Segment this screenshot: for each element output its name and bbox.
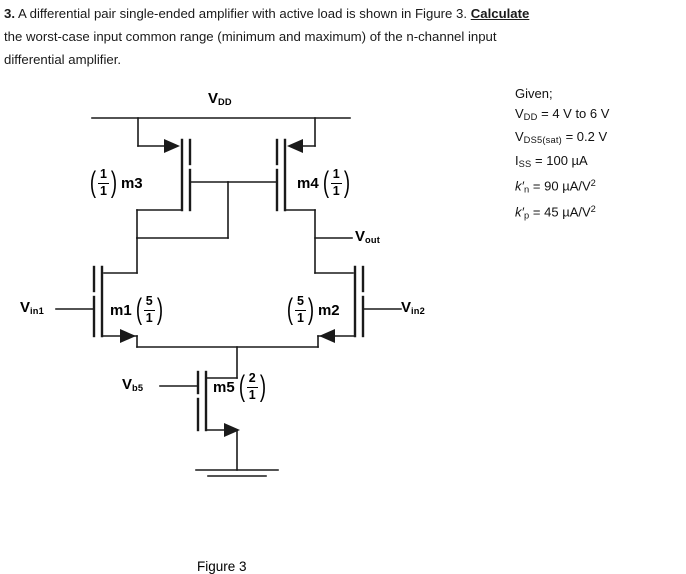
m5-ratio-paren-open: (: [238, 370, 245, 404]
m3-ratio-numerator: 1: [100, 167, 107, 181]
given-exponent-kn: 2: [590, 178, 596, 189]
m5-ratio-numerator: 2: [248, 371, 256, 385]
m2-name: m2: [317, 301, 340, 319]
transistor-label-m1: m1 ( 5 1 ): [110, 293, 165, 327]
m1-ratio-paren-close: ): [156, 293, 163, 327]
given-symbol-vdd: V: [515, 105, 524, 121]
label-vdd-subscript: DD: [218, 97, 232, 108]
label-vin2-symbol: V: [401, 299, 412, 316]
label-vin1-subscript: in1: [30, 306, 45, 317]
m2-ratio: ( 5 1 ): [285, 293, 316, 327]
given-symbol-kp: k′: [515, 204, 524, 220]
transistor-label-m5: m5 ( 2 1 ): [213, 370, 268, 404]
m1-ratio: ( 5 1 ): [134, 293, 165, 327]
m4-ratio-paren-close: ): [343, 166, 350, 200]
given-subscript-vdd: DD: [523, 111, 538, 122]
given-subscript-kn: n: [523, 184, 530, 195]
m5-ratio-paren-close: ): [259, 370, 266, 404]
label-vin1-symbol: V: [20, 299, 31, 316]
m3-source-arrow: [164, 139, 180, 153]
m3-ratio-paren-close: ): [110, 166, 118, 200]
m1-ratio-denominator: 1: [143, 309, 155, 325]
figure-caption: Figure 3: [197, 559, 247, 574]
m4-ratio-numerator: 1: [332, 167, 340, 181]
label-vout-symbol: V: [355, 228, 366, 245]
transistor-label-m2: ( 5 1 ) m2: [285, 293, 340, 327]
m5-ratio: ( 2 1 ): [237, 370, 268, 404]
m2-source-arrow: [319, 329, 335, 343]
m2-ratio-denominator: 1: [295, 309, 306, 325]
m1-source-arrow: [120, 329, 136, 343]
m2-ratio-numerator: 5: [297, 294, 304, 308]
given-subscript-kp: p: [523, 210, 530, 221]
given-subscript-iss: SS: [518, 158, 532, 169]
transistor-label-m4: m4 ( 1 1 ): [297, 166, 352, 200]
label-vin1: Vin1: [20, 299, 44, 316]
circuit-schematic-figure-3: VDD ( 1 1 ) m3 m4 ( 1 1 ) Vout Vin1: [0, 78, 500, 574]
problem-line-1: 3. A differential pair single-ended ampl…: [4, 2, 682, 25]
m5-source-arrow: [224, 423, 240, 437]
problem-number: 3.: [4, 6, 15, 21]
problem-text-3: differential amplifier.: [4, 52, 122, 67]
m2-ratio-paren-close: ): [307, 293, 315, 327]
label-vb5-subscript: b5: [132, 383, 144, 394]
given-item-kp: k′p = 45 µA/V2: [515, 200, 609, 226]
given-item-vds5sat: VDS5(sat) = 0.2 V: [515, 127, 609, 151]
m4-name: m4: [297, 174, 319, 192]
m4-ratio-denominator: 1: [330, 182, 342, 198]
label-vb5-symbol: V: [122, 376, 133, 393]
given-subscript-vds5sat: DS5(sat): [523, 135, 562, 146]
m3-ratio: ( 1 1 ): [88, 166, 119, 200]
given-item-iss: ISS = 100 µA: [515, 151, 609, 175]
m3-ratio-paren-open: (: [89, 166, 97, 200]
m4-ratio: ( 1 1 ): [321, 166, 352, 200]
given-symbol-kn: k′: [515, 178, 524, 194]
m5-ratio-denominator: 1: [246, 386, 258, 402]
m1-ratio-numerator: 5: [145, 294, 153, 308]
problem-text-2: the worst-case input common range (minim…: [4, 29, 497, 44]
problem-line-2: the worst-case input common range (minim…: [4, 25, 677, 48]
m5-name: m5: [213, 378, 235, 396]
label-vin2-subscript: in2: [411, 306, 426, 317]
m2-ratio-paren-open: (: [286, 293, 294, 327]
label-vout: Vout: [355, 228, 380, 245]
m3-ratio-denominator: 1: [98, 182, 109, 198]
problem-text-1: A differential pair single-ended amplifi…: [17, 6, 468, 21]
given-value-iss: = 100 µA: [531, 152, 588, 168]
given-symbol-vds5sat: V: [515, 129, 524, 145]
m1-ratio-paren-open: (: [135, 293, 142, 327]
label-vdd-symbol: V: [208, 90, 219, 107]
given-exponent-kp: 2: [590, 204, 596, 215]
transistor-label-m3: ( 1 1 ) m3: [88, 166, 143, 200]
label-vout-subscript: out: [365, 235, 381, 246]
given-value-vdd: = 4 V to 6 V: [537, 105, 610, 121]
given-heading: Given;: [515, 86, 553, 101]
given-value-kn: = 90 µA/V: [529, 178, 591, 194]
m1-name: m1: [110, 301, 132, 319]
given-value-kp: = 45 µA/V: [529, 204, 591, 220]
m4-source-arrow: [287, 139, 303, 153]
problem-statement: 3. A differential pair single-ended ampl…: [4, 2, 682, 71]
given-parameters-block: Given; VDD = 4 V to 6 V VDS5(sat) = 0.2 …: [515, 84, 609, 226]
label-vb5: Vb5: [122, 376, 143, 393]
circuit-wiring-svg: [55, 117, 402, 477]
label-vin2: Vin2: [401, 299, 425, 316]
given-item-vdd: VDD = 4 V to 6 V: [515, 104, 609, 128]
problem-emphasis-calculate: Calculate: [470, 6, 530, 21]
m3-name: m3: [120, 174, 143, 192]
given-item-kn: k′n = 90 µA/V2: [515, 174, 609, 200]
label-vdd: VDD: [208, 90, 232, 107]
m4-ratio-paren-open: (: [322, 166, 329, 200]
given-symbol-iss: I: [515, 152, 519, 168]
problem-line-3: differential amplifier.: [4, 48, 682, 71]
given-value-vds5sat: = 0.2 V: [561, 129, 608, 145]
